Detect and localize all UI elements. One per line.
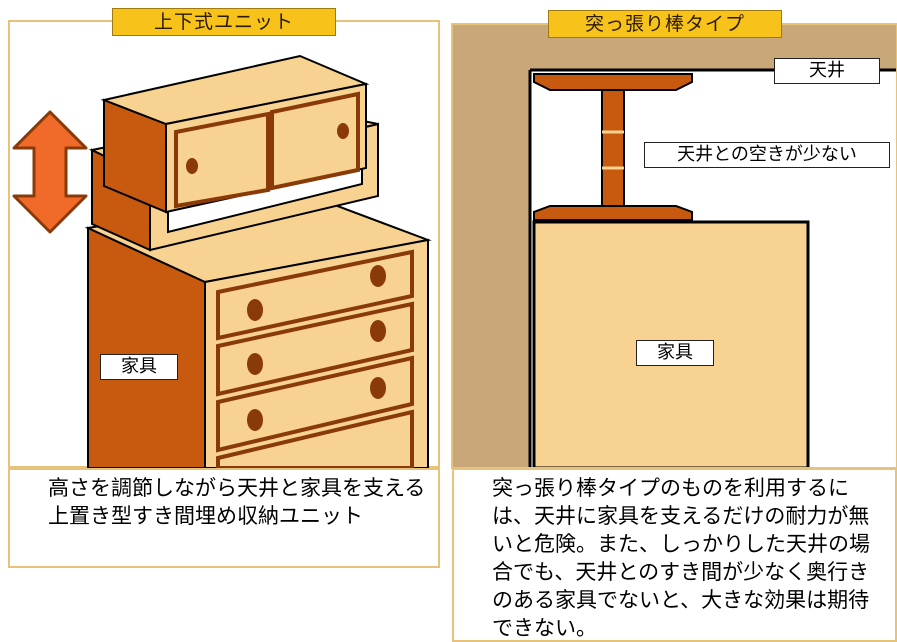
- rod-bottom-plate: [533, 205, 693, 221]
- rod-pole: [601, 89, 625, 209]
- right-caption: 突っ張り棒タイプのものを利用するには、天井に家具を支えるだけの耐力が無いと危険。…: [452, 468, 897, 642]
- right-furniture-label: 家具: [636, 340, 714, 366]
- left-caption: 高さを調節しながら天井と家具を支える上置き型すき間埋め収納ユニット: [8, 468, 440, 568]
- drawer-knobs: [247, 265, 386, 431]
- right-panel-title: 突っ張り棒タイプ: [548, 10, 782, 38]
- left-furniture-label: 家具: [100, 354, 178, 380]
- left-panel-title: 上下式ユニット: [112, 8, 336, 36]
- door-knobs: [186, 123, 349, 174]
- drawers: [216, 249, 414, 470]
- ceiling-label: 天井: [774, 58, 880, 84]
- sliding-doors: [174, 91, 360, 209]
- up-down-arrow-icon: [12, 110, 88, 234]
- gap-label: 天井との空きが少ない: [644, 142, 890, 168]
- rod-top-plate: [533, 73, 693, 91]
